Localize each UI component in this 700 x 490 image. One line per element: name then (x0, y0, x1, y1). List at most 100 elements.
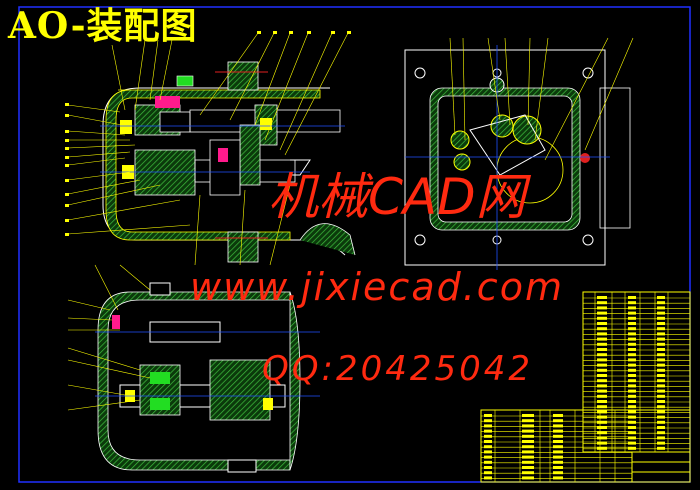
table-cell-text (657, 332, 665, 336)
table-cell-text (597, 306, 607, 310)
table-cell-text (657, 301, 665, 305)
table-cell-text (597, 410, 607, 414)
table-cell-text (657, 389, 665, 393)
table-cell-text (657, 348, 665, 351)
table-cell-text (628, 400, 636, 403)
table-cell-text (522, 445, 534, 449)
table-cell-text (657, 363, 665, 367)
drawing-frame (18, 6, 691, 483)
table-cell-text (597, 420, 607, 424)
table-cell-text (553, 445, 563, 449)
table-cell-text (628, 337, 636, 341)
table-cell-text (657, 374, 665, 377)
table-cell-text (597, 342, 607, 346)
table-cell-text (597, 363, 607, 367)
table-cell-text (553, 434, 563, 438)
table-cell-text (628, 379, 636, 383)
table-cell-text (597, 322, 607, 325)
table-cell-text (657, 358, 665, 362)
table-cell-text (522, 434, 534, 438)
table-cell-text (597, 446, 607, 450)
table-cell-text (597, 348, 607, 351)
side-view (404, 37, 634, 270)
table-cell-text (657, 337, 665, 341)
table-cell-text (657, 327, 665, 331)
table-cell-text (657, 353, 665, 357)
table-cell-text (522, 429, 534, 433)
table-cell-text (553, 440, 563, 443)
table-cell-text (628, 301, 636, 305)
table-cell-text (484, 414, 492, 417)
table-cell-text (597, 389, 607, 393)
table-cell-text (522, 450, 534, 454)
table-cell-text (522, 466, 534, 469)
table-cell-text (597, 374, 607, 377)
table-cell-text (657, 441, 665, 445)
table-cell-text (628, 322, 636, 325)
table-cell-text (597, 353, 607, 357)
table-cell-text (657, 379, 665, 383)
table-cell-text (553, 476, 563, 480)
table-cell-text (597, 436, 607, 440)
table-cell-text (628, 446, 636, 450)
table-cell-text (628, 426, 636, 429)
table-cell-text (657, 446, 665, 450)
table-cell-text (597, 311, 607, 315)
table-cell-text (628, 358, 636, 362)
table-cell-text (628, 405, 636, 409)
table-cell-text (657, 394, 665, 398)
table-cell-text (657, 316, 665, 320)
table-cell-text (657, 410, 665, 414)
table-cell-text (597, 384, 607, 388)
table-cell-text (628, 415, 636, 419)
table-cell-text (657, 384, 665, 388)
table-cell-text (657, 420, 665, 424)
table-cell-text (628, 384, 636, 388)
table-cell-text (628, 306, 636, 310)
table-cell-text (522, 424, 534, 428)
table-cell-text (553, 414, 563, 417)
table-cell-text (597, 379, 607, 383)
table-cell-text (553, 424, 563, 428)
table-cell-text (522, 455, 534, 459)
table-cell-text (628, 348, 636, 351)
table-cell-text (628, 316, 636, 320)
table-cell-text (522, 460, 534, 464)
table-cell-text (597, 394, 607, 398)
table-cell-text (657, 415, 665, 419)
table-cell-text (628, 431, 636, 435)
table-cell-text (657, 322, 665, 325)
table-cell-text (553, 466, 563, 469)
table-cell-text (628, 363, 636, 367)
table-cell-text (628, 353, 636, 357)
table-cell-text (628, 327, 636, 331)
table-cell-text (628, 342, 636, 346)
parts-list-table (480, 291, 691, 483)
table-cell-text (484, 466, 492, 469)
table-cell-text (484, 434, 492, 438)
table-cell-text (484, 471, 492, 475)
table-cell-text (657, 426, 665, 429)
watermark-url: www.jixiecad.com (190, 265, 564, 309)
table-cell-text (597, 400, 607, 403)
table-cell-text (657, 368, 665, 372)
table-cell-text (597, 405, 607, 409)
table-cell-text (484, 445, 492, 449)
table-cell-text (597, 327, 607, 331)
watermark-site-name: 机械CAD网 (268, 168, 526, 226)
table-cell-text (628, 394, 636, 398)
table-cell-text (484, 455, 492, 459)
table-cell-text (597, 316, 607, 320)
table-cell-text (628, 441, 636, 445)
table-cell-text (522, 476, 534, 480)
table-cell-text (597, 337, 607, 341)
table-cell-text (553, 450, 563, 454)
table-cell-text (657, 436, 665, 440)
table-cell-text (553, 419, 563, 423)
table-cell-text (484, 429, 492, 433)
table-cell-text (484, 460, 492, 464)
table-cell-text (657, 405, 665, 409)
table-cell-text (657, 400, 665, 403)
